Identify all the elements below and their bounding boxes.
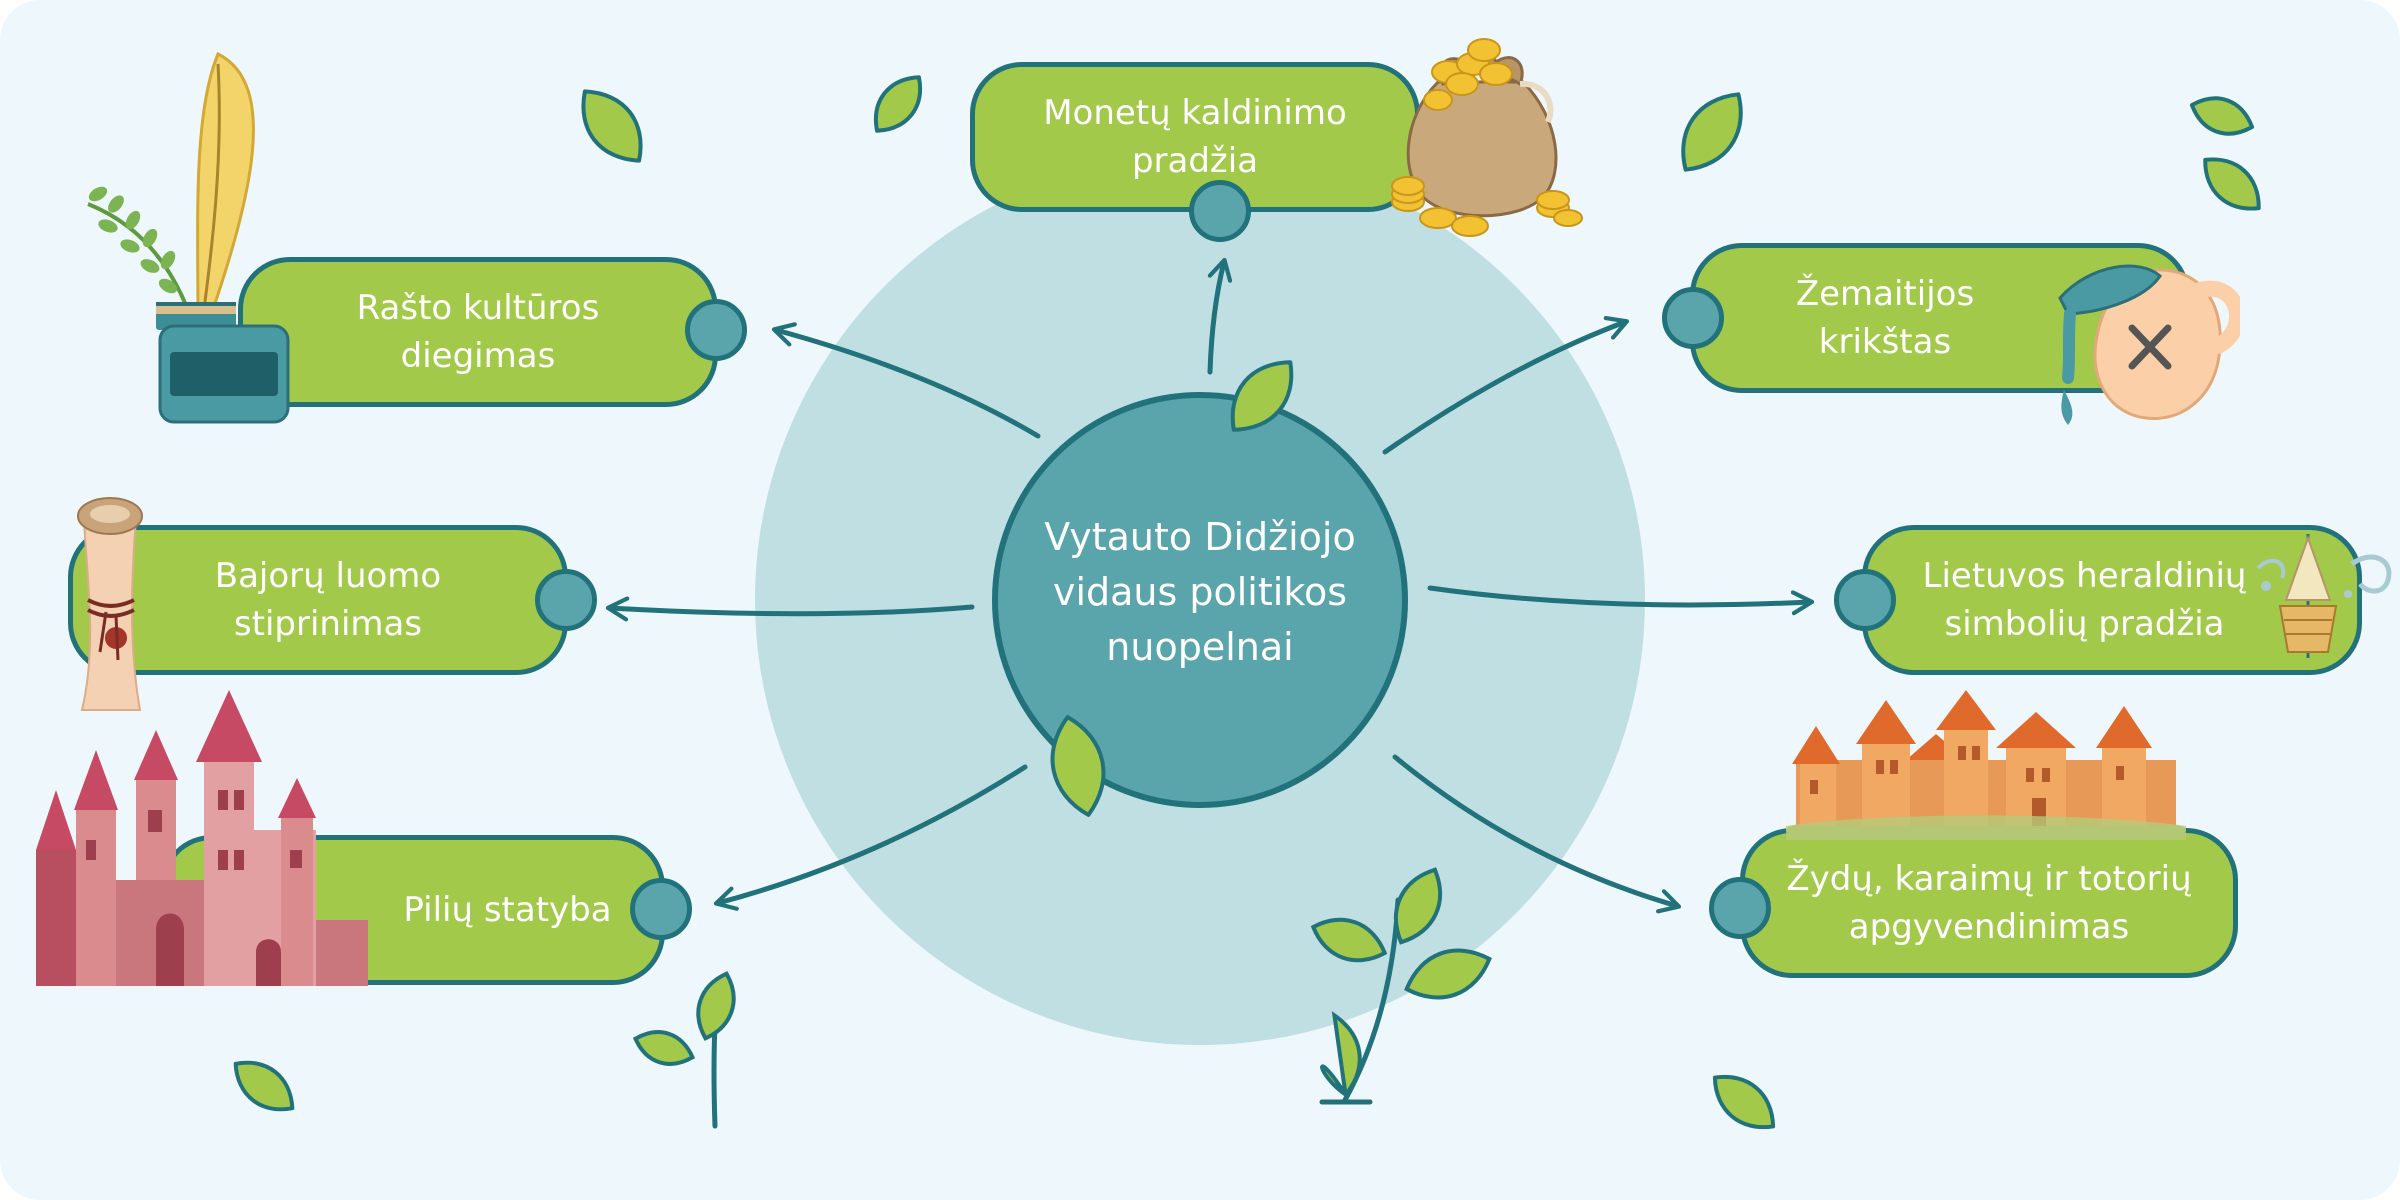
node-label: Monetų kaldinimo pradžia — [1043, 93, 1347, 181]
leaf-icon — [1681, 92, 1743, 172]
scroll-icon — [77, 497, 143, 711]
node-minority-settlement: Žydų, karaimų ir totorių apgyvendinimas — [1740, 828, 2238, 978]
trakai-castle-icon — [1786, 690, 2186, 840]
connector-knob — [535, 569, 597, 631]
arrow-to-settlement — [1392, 754, 1682, 914]
connector-knob — [630, 878, 692, 940]
leaf-icon — [581, 89, 643, 163]
leaf-icon — [1050, 715, 1106, 817]
node-heraldic-symbols: Lietuvos heraldinių simbolių pradžia — [1862, 525, 2362, 675]
connector-knob — [1189, 180, 1251, 242]
quill-inkwell-icon — [87, 51, 290, 424]
node-writing-culture: Rašto kultūros diegimas — [238, 257, 718, 407]
node-nobility-strengthening: Bajorų luomo stiprinimas — [68, 525, 568, 675]
castle-icon — [36, 690, 368, 986]
heraldic-symbol-icon — [2256, 534, 2392, 658]
node-label: Rašto kultūros diegimas — [356, 288, 600, 376]
arrow-to-heraldry — [1427, 585, 1815, 616]
leaf-icon — [233, 1060, 295, 1112]
center-title: Vytauto Didžiojo vidaus politikos nuopel… — [1044, 515, 1356, 669]
connector-knob — [1834, 569, 1896, 631]
arrow-to-coins — [1207, 257, 1233, 375]
sprout-icon — [632, 971, 736, 1129]
connector-knob — [1662, 287, 1724, 349]
node-coin-minting: Monetų kaldinimo pradžia — [970, 62, 1420, 212]
center-node — [992, 392, 1408, 808]
sprout-icon — [1310, 867, 1492, 1105]
node-label: Žemaitijos krikštas — [1795, 274, 1975, 362]
arrow-to-castles — [713, 764, 1028, 911]
node-label: Žydų, karaimų ir totorių apgyvendinimas — [1786, 859, 2192, 947]
node-label: Pilių statyba — [403, 890, 612, 930]
leaf-icon — [1230, 360, 1294, 432]
leaf-icon — [1712, 1074, 1776, 1130]
leaf-icon — [2203, 157, 2261, 211]
leaf-icon — [2189, 96, 2255, 136]
connector-knob — [1709, 877, 1771, 939]
leaf-icon — [874, 75, 922, 133]
node-label: Lietuvos heraldinių simbolių pradžia — [1922, 556, 2247, 644]
arrow-to-nobility — [605, 596, 975, 622]
arrow-to-writing — [771, 322, 1041, 439]
connector-knob — [685, 299, 747, 361]
water-jug-icon — [2058, 264, 2240, 425]
arrow-to-samogitia — [1382, 315, 1630, 455]
node-label: Bajorų luomo stiprinimas — [214, 556, 442, 644]
coin-sack-icon — [1391, 38, 1583, 237]
